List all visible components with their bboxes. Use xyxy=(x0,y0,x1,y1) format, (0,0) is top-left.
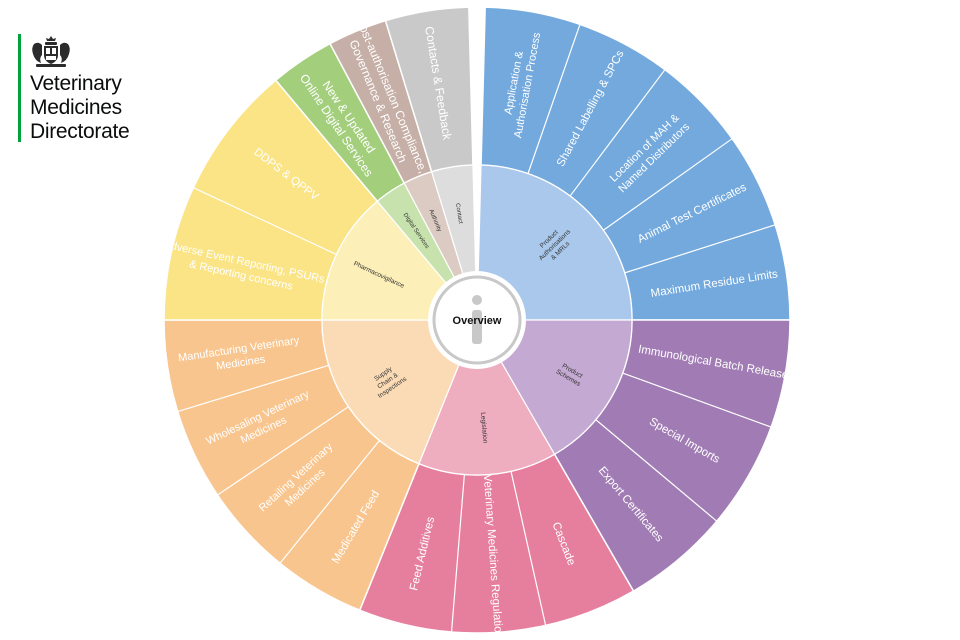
org-name: Veterinary Medicines Directorate xyxy=(30,72,130,144)
logo-green-bar xyxy=(18,34,21,142)
topic-divider xyxy=(569,69,666,197)
info-icon-stem xyxy=(472,310,482,344)
topic-divider xyxy=(510,471,547,626)
topic-divider xyxy=(177,364,329,413)
section-label-group: Contact xyxy=(454,203,463,225)
royal-crest-icon xyxy=(32,36,70,67)
topic-divider xyxy=(193,187,337,256)
section-label[interactable]: Legislation xyxy=(479,412,488,444)
topic-divider xyxy=(624,224,776,274)
section-label[interactable]: Contact xyxy=(454,203,463,225)
info-icon-dot xyxy=(472,295,482,305)
org-name-line: Medicines xyxy=(30,96,122,119)
topic-divider xyxy=(622,372,772,428)
topic-divider xyxy=(217,406,349,496)
topic-divider xyxy=(450,474,465,633)
topic-divider xyxy=(527,24,581,174)
topic-divider xyxy=(602,138,733,231)
center-label[interactable]: Overview xyxy=(453,315,502,327)
org-name-line: Directorate xyxy=(30,120,130,143)
org-name-line: Veterinary xyxy=(30,72,122,95)
topic-divider xyxy=(595,419,718,522)
vmd-logo: Veterinary Medicines Directorate xyxy=(18,34,158,146)
section-label-group: Legislation xyxy=(479,412,488,444)
topic-divider xyxy=(279,440,380,564)
